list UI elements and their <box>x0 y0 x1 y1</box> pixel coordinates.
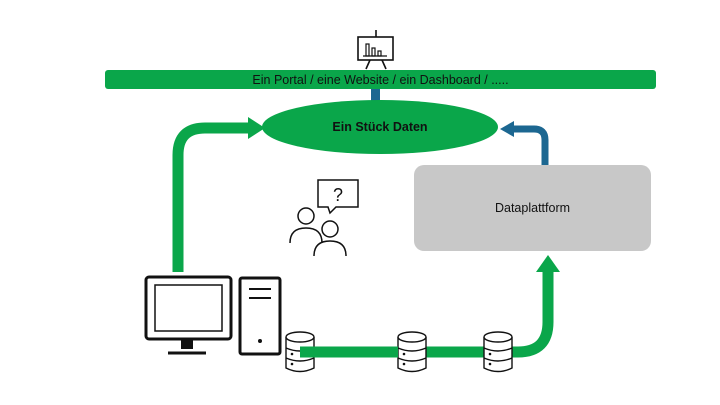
data-piece-ellipse: Ein Stück Daten <box>262 100 498 154</box>
portal-label: Ein Portal / eine Website / ein Dashboar… <box>252 72 509 87</box>
presentation-board-icon <box>357 30 394 70</box>
data-piece-label: Ein Stück Daten <box>332 120 428 134</box>
portal-connector <box>371 86 380 102</box>
tower-pc-icon <box>238 276 282 356</box>
data-platform-box: Dataplattform <box>414 165 651 251</box>
computer-to-data-arrow <box>172 117 265 272</box>
database-icon <box>397 331 427 373</box>
question-mark: ? <box>333 185 343 205</box>
platform-label: Dataplattform <box>494 201 571 215</box>
databases-to-platform-arrow <box>300 255 560 358</box>
database-icon <box>483 331 513 373</box>
monitor-icon <box>144 275 233 355</box>
portal-bar: Ein Portal / eine Website / ein Dashboar… <box>105 70 656 89</box>
platform-to-data-arrow <box>500 121 549 165</box>
people-question-icon <box>289 179 359 257</box>
